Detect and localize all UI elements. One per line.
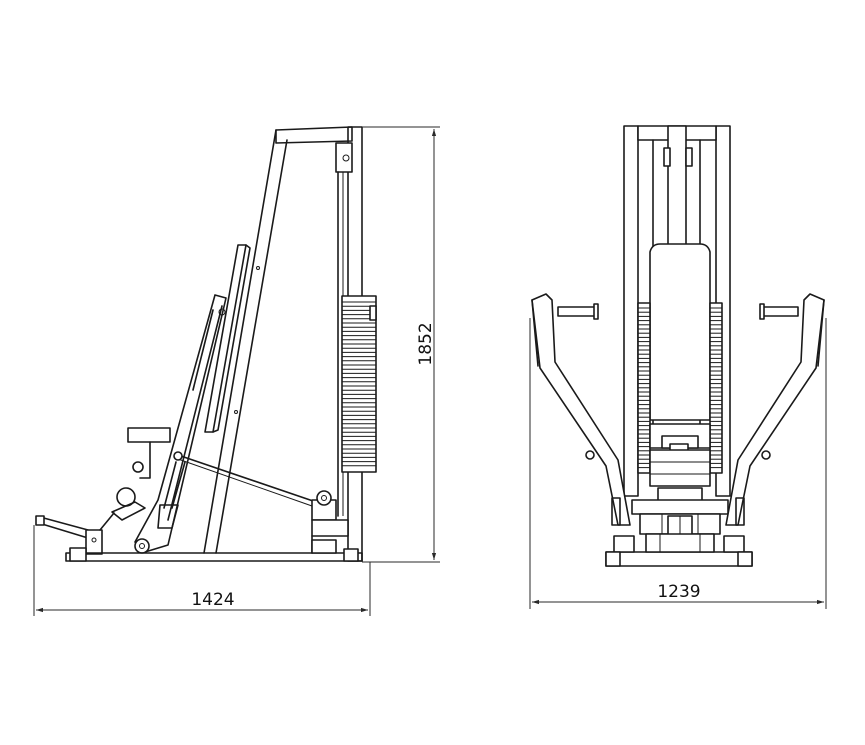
- slant-frame-outer: [203, 129, 277, 554]
- side-width-dimension: 1424: [33, 525, 371, 616]
- left-handle: [557, 306, 597, 317]
- height-label: 1852: [416, 322, 436, 365]
- front-view: [531, 125, 825, 567]
- front-width-dimension: 1239: [529, 318, 827, 609]
- press-arm-side: [134, 294, 227, 553]
- side-width-label: 1424: [191, 590, 234, 610]
- top-beam: [275, 126, 353, 144]
- weight-stack-right: [709, 302, 723, 474]
- center-column: [667, 125, 687, 247]
- weight-stack-left: [637, 302, 651, 474]
- height-dimension: 1852: [362, 126, 440, 563]
- base-front: [605, 551, 753, 567]
- side-view: [35, 126, 377, 562]
- slant-frame-inner: [215, 139, 288, 554]
- cable: [177, 454, 317, 503]
- top-pulley-box: [335, 142, 353, 173]
- left-upright: [623, 125, 639, 497]
- left-arm: [531, 293, 631, 526]
- foot-handle: [39, 516, 89, 531]
- right-handle: [761, 306, 799, 317]
- seat-side: [127, 427, 171, 443]
- right-arm: [725, 293, 825, 526]
- base-side: [65, 552, 363, 562]
- weight-stack-side: [341, 295, 377, 473]
- back-pad-front: [649, 243, 711, 421]
- front-width-label: 1239: [657, 582, 700, 602]
